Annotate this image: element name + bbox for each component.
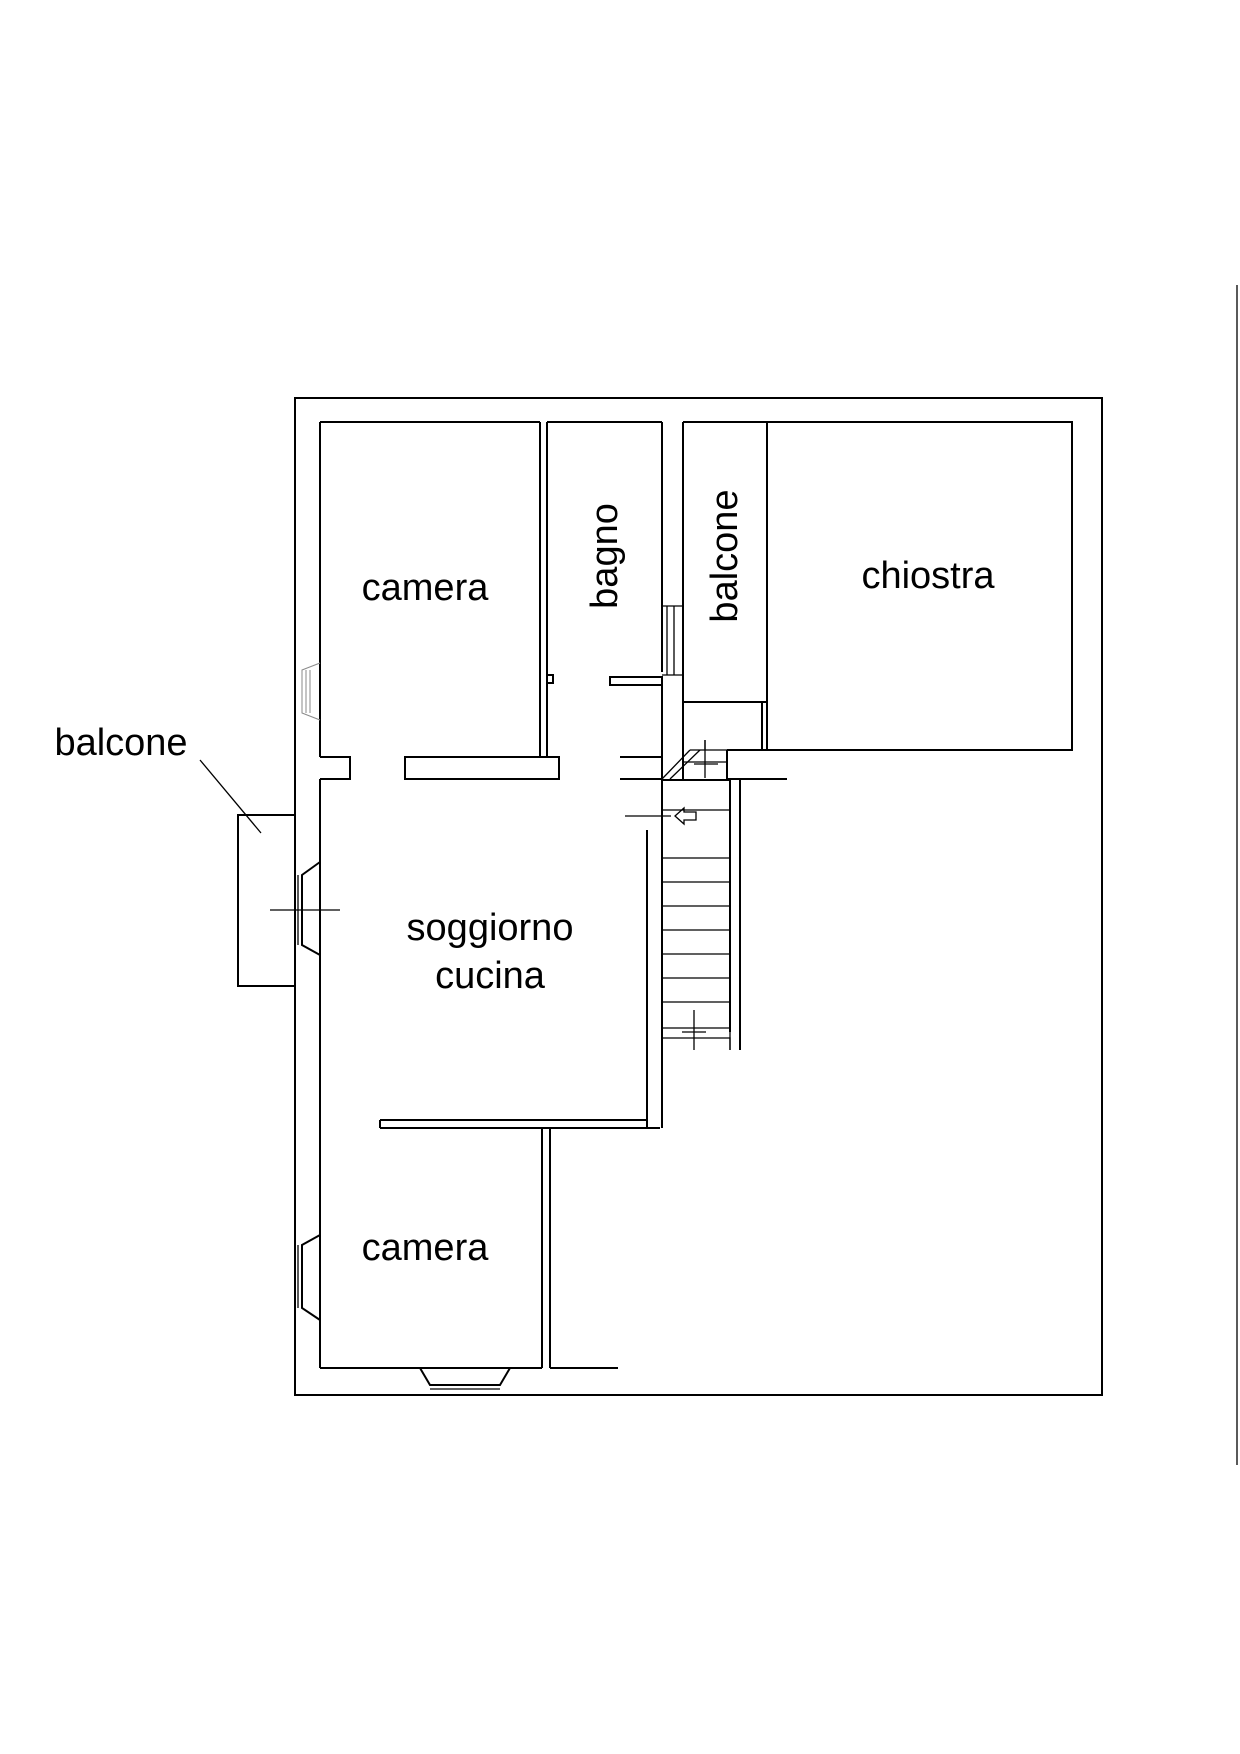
staircase: [646, 740, 741, 1129]
bagno-window: [662, 605, 683, 676]
landing-walls: [726, 749, 787, 780]
camera-bottom-room: [320, 1128, 618, 1369]
label-cucina: cucina: [435, 955, 546, 997]
camera-top-room: [320, 421, 560, 780]
soggiorno-walls: [379, 830, 660, 1129]
label-bagno: bagno: [584, 503, 626, 609]
balcone-outer: [199, 759, 295, 987]
bagno-room: [546, 421, 663, 780]
label-camera-top: camera: [362, 567, 490, 609]
label-camera-bottom: camera: [362, 1227, 490, 1269]
window-camera-top: [301, 662, 321, 721]
label-balcone-inner: balcone: [704, 489, 746, 622]
window-soggiorno: [270, 861, 340, 956]
window-camera-bottom: [297, 1234, 321, 1321]
label-soggiorno: soggiorno: [407, 907, 574, 949]
entrance-arrow-icon: [674, 806, 697, 826]
stair-door-ticks: [625, 815, 706, 1050]
outer-boundary: [294, 397, 1103, 1396]
window-south: [419, 1367, 511, 1390]
chiostra-room: [766, 421, 1073, 751]
label-chiostra: chiostra: [861, 555, 995, 597]
label-balcone-outer: balcone: [54, 722, 187, 764]
